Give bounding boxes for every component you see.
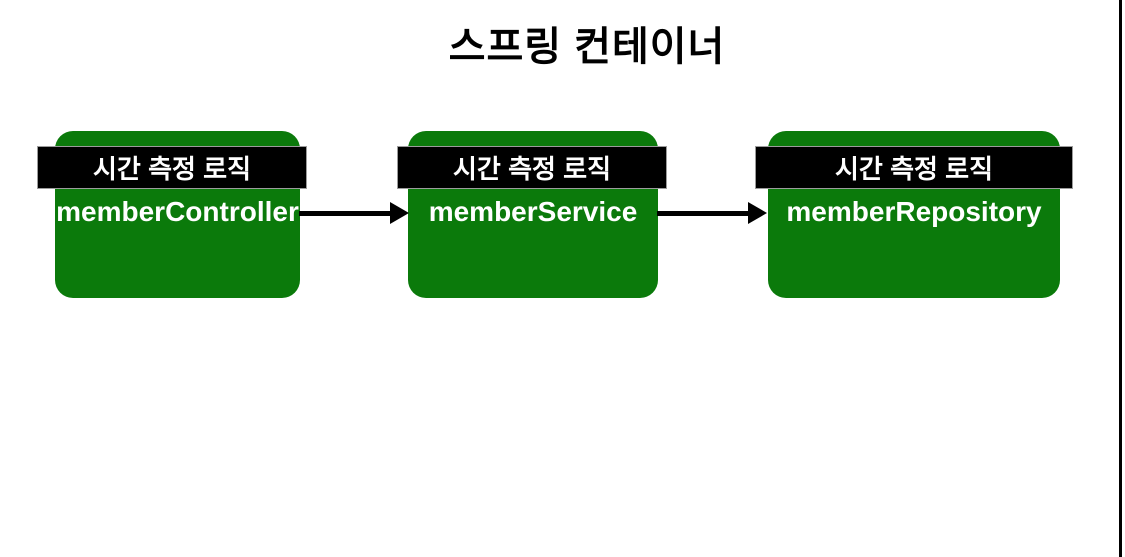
node-member-repository: 시간 측정 로직 memberRepository (755, 131, 1073, 298)
arrow-line (299, 211, 390, 216)
arrow-head-icon (390, 202, 409, 224)
node-label: memberController (56, 196, 299, 227)
slide-right-border (1119, 0, 1122, 557)
arrow-head-icon (748, 202, 767, 224)
node-label: memberService (428, 196, 638, 227)
time-measure-banner: 시간 측정 로직 (397, 146, 667, 189)
diagram-title: 스프링 컨테이너 (448, 25, 726, 69)
time-measure-banner: 시간 측정 로직 (37, 146, 307, 189)
node-member-controller: 시간 측정 로직 memberController (37, 131, 307, 298)
node-label: memberRepository (786, 196, 1042, 227)
arrow-line (657, 211, 748, 216)
time-measure-banner: 시간 측정 로직 (755, 146, 1073, 189)
node-member-service: 시간 측정 로직 memberService (397, 131, 667, 298)
